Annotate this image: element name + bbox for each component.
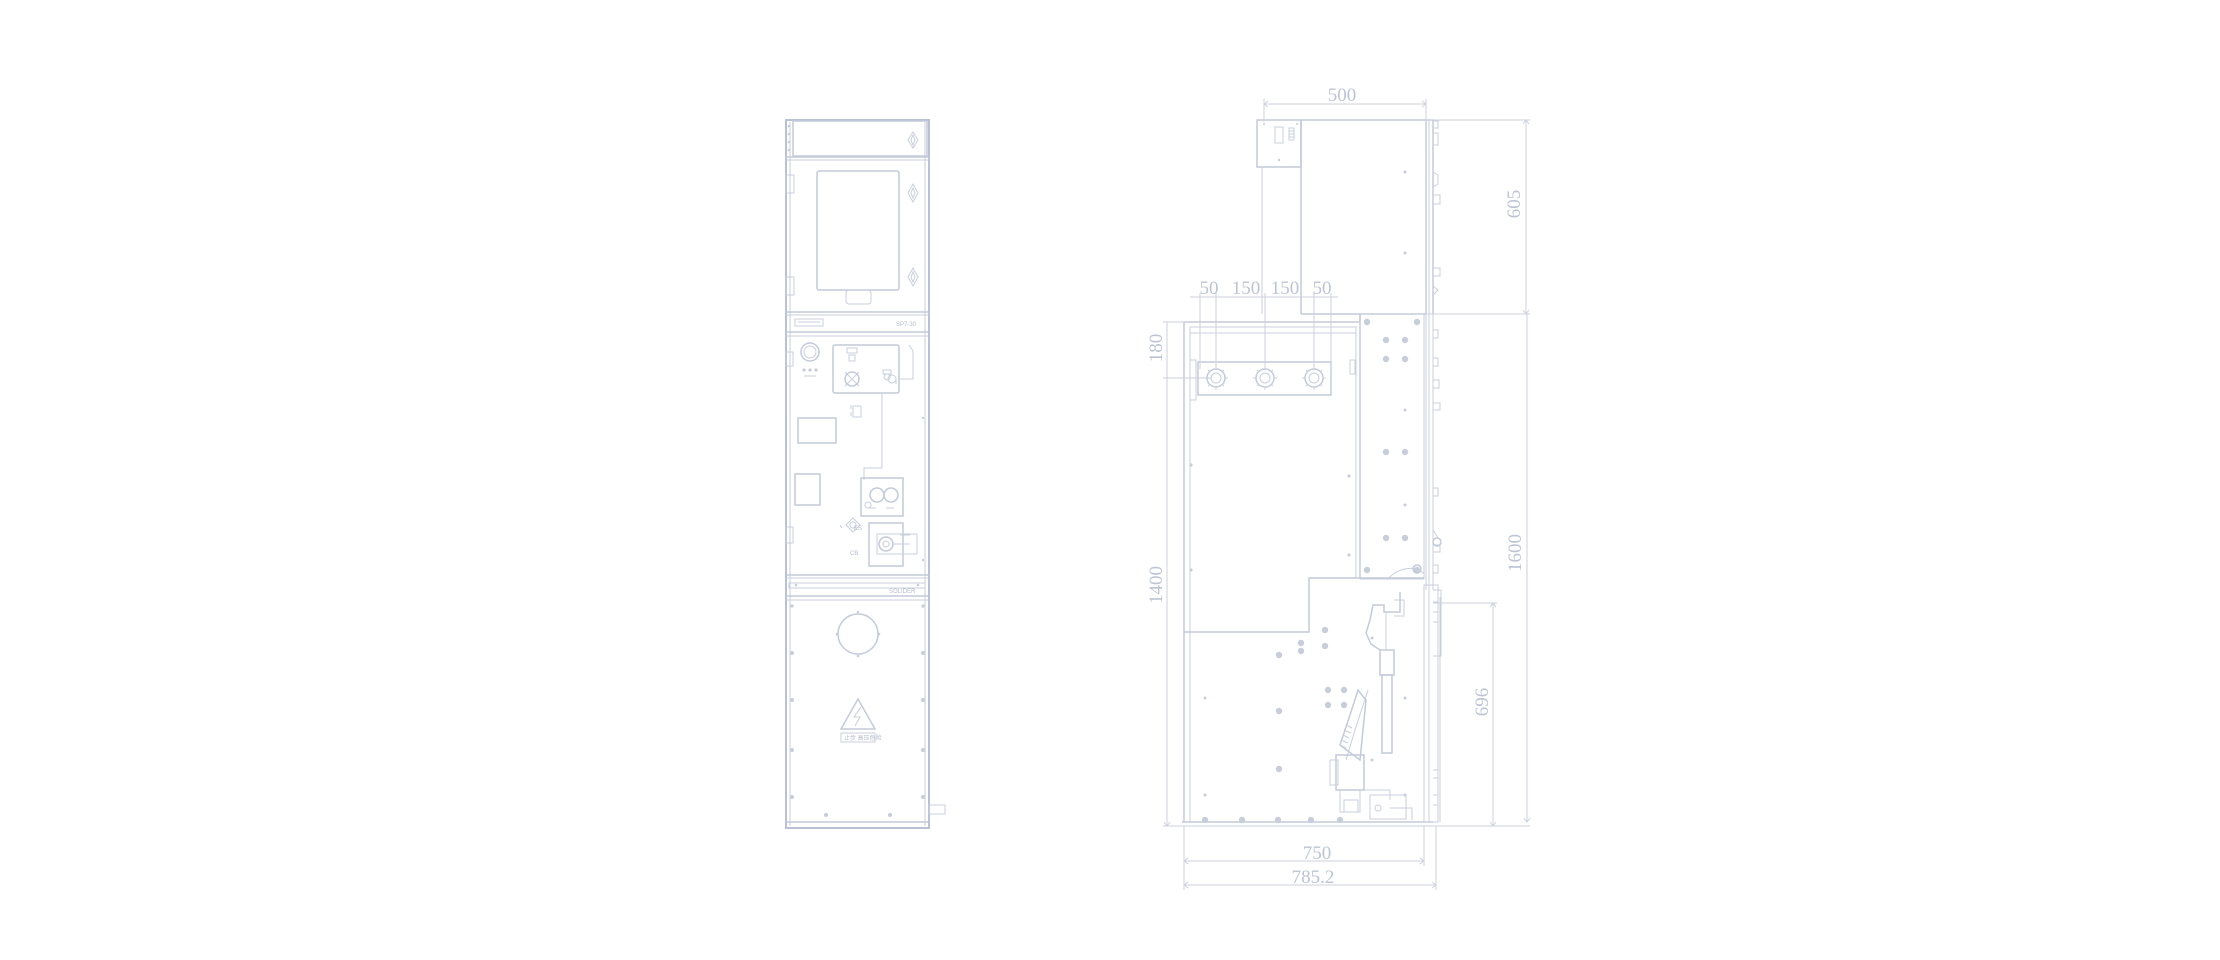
dim-busbar-spacing-1: 50 (1200, 278, 1219, 299)
mimic-panel (832, 344, 900, 394)
side-cable-compartment (1182, 568, 1442, 827)
window-handle (845, 289, 872, 305)
operating-shaft (844, 371, 860, 387)
dim-lower-left-height: 1400 (1146, 566, 1167, 604)
svg-text:CB: CB (850, 551, 858, 557)
side-upper-compartment (1261, 119, 1427, 590)
warning-label-box (840, 732, 876, 743)
high-voltage-warning-icon: 止步 高压危险 (839, 697, 882, 743)
cable-compartment: 止步 高压危险 (786, 604, 946, 823)
top-compartment (786, 120, 929, 161)
side-mechanism-panel (1359, 313, 1442, 580)
nameplate-small (794, 473, 821, 506)
dim-busbar-spacing-2: 150 (1232, 278, 1261, 299)
busbar-connector-1 (1204, 366, 1228, 390)
svg-text:ES: ES (854, 526, 862, 532)
dimension-labels: 500 50 150 150 50 605 180 1400 1600 696 … (1146, 85, 1526, 888)
switch-compartment: CB ES (785, 342, 929, 579)
lock-icon (907, 266, 919, 288)
inspection-window (837, 613, 879, 655)
busbar-connector-2 (1253, 366, 1277, 390)
front-view: SP7-30 (785, 119, 946, 829)
side-breaker-compartment (1165, 314, 1361, 822)
side-view: 500 50 150 150 50 605 180 1400 1600 696 … (1146, 85, 1531, 890)
busbar-connector-3 (1302, 366, 1326, 390)
cable-termination (1329, 592, 1413, 820)
dim-base-depth: 750 (1303, 843, 1332, 864)
interlock-strip: SOLIDER (786, 582, 929, 601)
top-extension-box (1256, 119, 1302, 168)
dim-overall-depth: 785.2 (1292, 867, 1335, 888)
label-strip: SP7-30 (786, 318, 929, 337)
lv-compartment (785, 170, 929, 316)
front-cabinet-outline (785, 119, 930, 829)
warning-label: 止步 高压危险 (844, 734, 882, 742)
brand-label: SOLIDER (889, 589, 916, 595)
viewing-window (816, 170, 900, 291)
dim-busbar-spacing-4: 50 (1313, 278, 1332, 299)
dim-total-height: 1600 (1505, 534, 1526, 572)
nameplate (797, 417, 837, 444)
dim-busbar-spacing-3: 150 (1271, 278, 1300, 299)
dim-busbar-height: 180 (1146, 334, 1167, 363)
model-label: SP7-30 (896, 322, 917, 328)
lock-icon (907, 131, 919, 149)
dim-upper-height: 605 (1504, 190, 1525, 219)
dim-top-width: 500 (1328, 85, 1357, 106)
dim-cable-height: 696 (1472, 688, 1493, 717)
lock-icon (907, 182, 919, 204)
dimension-lines (1163, 99, 1531, 890)
indicator-lamp (800, 342, 820, 362)
